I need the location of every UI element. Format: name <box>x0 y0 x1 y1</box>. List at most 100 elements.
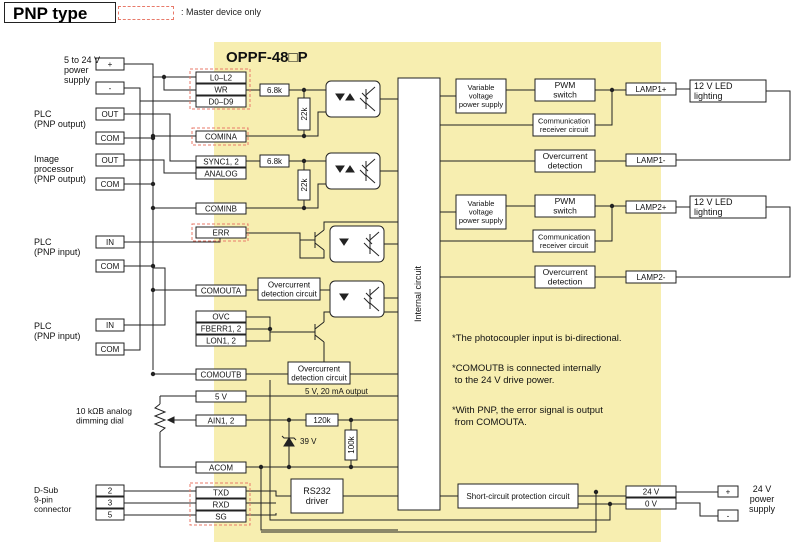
wire <box>124 113 196 162</box>
junction-dot <box>258 464 264 470</box>
photocoupler-err-symbols <box>339 231 380 257</box>
terminal-sync-label: SYNC1, 2 <box>203 157 239 166</box>
transistor-ovc <box>314 321 325 343</box>
resistor-6-8k-b <box>259 154 290 168</box>
terminal-ain-label: AIN1, 2 <box>208 416 235 425</box>
communication-receiver-2 <box>532 229 596 253</box>
terminal-err <box>195 226 247 239</box>
terminal-rxd-label: RXD <box>213 500 230 509</box>
master-only-err <box>191 223 249 242</box>
note-comouta: *With PNP, the error signal is output fr… <box>452 405 603 428</box>
dsub-pin-5-label: 5 <box>108 510 113 519</box>
wiper-arrow <box>166 416 175 424</box>
junction-dot <box>150 263 156 269</box>
psu-minus-label: - <box>727 511 730 520</box>
note-bidirectional: *The photocoupler input is bi-directiona… <box>452 333 622 344</box>
psu-plus <box>717 485 739 498</box>
terminal-sg <box>195 510 247 523</box>
plc-input-1-t2-label: COM <box>101 262 120 271</box>
terminal-d0-d9 <box>195 95 247 108</box>
terminal-lamp2-plus-label: LAMP2+ <box>636 203 667 212</box>
image-processor-t1 <box>95 153 125 167</box>
note-comoutb: *COMOUTB is connected internally to the … <box>452 363 601 386</box>
short-circuit-protection-circuit-label: Short-circuit protection circuit <box>466 492 570 501</box>
overcurrent-detection-1 <box>534 149 596 173</box>
zener-diode <box>281 435 297 447</box>
zener-value: 39 V <box>300 437 317 446</box>
wire <box>124 88 141 351</box>
terminal-lamp2-minus-label: LAMP2- <box>637 273 666 282</box>
terminal-comoutb <box>195 368 247 381</box>
type-title: PNP type <box>4 2 116 23</box>
master-only-comina <box>191 127 249 146</box>
master-only-legend-swatch <box>118 6 174 20</box>
wire <box>246 513 277 516</box>
terminal-comoutb-label: COMOUTB <box>201 370 242 379</box>
master-only-group-1 <box>189 68 251 110</box>
resistor-100k <box>344 429 358 461</box>
junction-dot <box>286 417 292 423</box>
potentiometer <box>153 403 167 433</box>
terminal-comina <box>195 130 247 143</box>
plc-input-2-t1-label: IN <box>106 321 114 330</box>
terminal-24v <box>625 485 677 498</box>
resistor-6-8k-b-value: 6.8k <box>267 157 283 166</box>
short-circuit-protection-circuit <box>457 483 579 509</box>
junction-dot <box>301 158 307 164</box>
wire <box>124 159 196 174</box>
junction-dot <box>301 87 307 93</box>
terminal-acom <box>195 461 247 474</box>
photocoupler-b-symbols <box>335 158 376 184</box>
photocoupler-err <box>329 225 385 263</box>
dsub-pin-2 <box>95 484 125 497</box>
photocoupler-outa-symbols <box>339 286 380 312</box>
wire <box>676 90 791 161</box>
terminal-lamp1-minus-label: LAMP1- <box>637 156 666 165</box>
wire <box>159 432 196 468</box>
terminal-cominb-label: COMINB <box>205 204 237 213</box>
wire <box>246 316 315 333</box>
pwm-switch-1 <box>534 78 596 102</box>
internal-circuit-box <box>397 77 441 511</box>
junction-dot <box>301 133 307 139</box>
plc-input-2-t1 <box>95 318 125 332</box>
terminal-acom-label: ACOM <box>209 463 233 472</box>
master-only-serial <box>189 482 251 526</box>
plc-input-1-label: PLC(PNP input) <box>34 237 80 257</box>
junction-dot <box>593 489 599 495</box>
terminal-l0-l2 <box>195 71 247 84</box>
terminal-lon <box>195 334 247 347</box>
junction-dot <box>348 464 354 470</box>
terminal-ain <box>195 414 247 427</box>
junction-dot <box>150 287 156 293</box>
plc-output-t1-label: OUT <box>102 110 119 119</box>
terminal-l0-l2-label: L0–L2 <box>210 73 233 82</box>
device-title: OPPF-48□P <box>226 49 308 66</box>
power-supply-t2-label: - <box>109 84 112 93</box>
junction-dot <box>609 203 615 209</box>
psu-minus <box>717 509 739 522</box>
internal-circuit-label: Internal circuit <box>413 265 423 322</box>
plc-input-1-t2 <box>95 259 125 273</box>
wire <box>260 467 398 531</box>
wire <box>163 77 196 91</box>
terminal-5v <box>195 390 247 403</box>
terminal-wr-label: WR <box>214 85 228 94</box>
image-processor-t1-label: OUT <box>102 156 119 165</box>
wire <box>261 492 597 533</box>
dsub-pin-3 <box>95 496 125 509</box>
plc-input-2-label: PLC(PNP input) <box>34 321 80 341</box>
wire <box>299 233 325 259</box>
variable-voltage-power-supply-1 <box>455 78 507 114</box>
wire <box>246 490 291 497</box>
wire <box>124 267 166 326</box>
dsub-pin-3-label: 3 <box>108 498 113 507</box>
